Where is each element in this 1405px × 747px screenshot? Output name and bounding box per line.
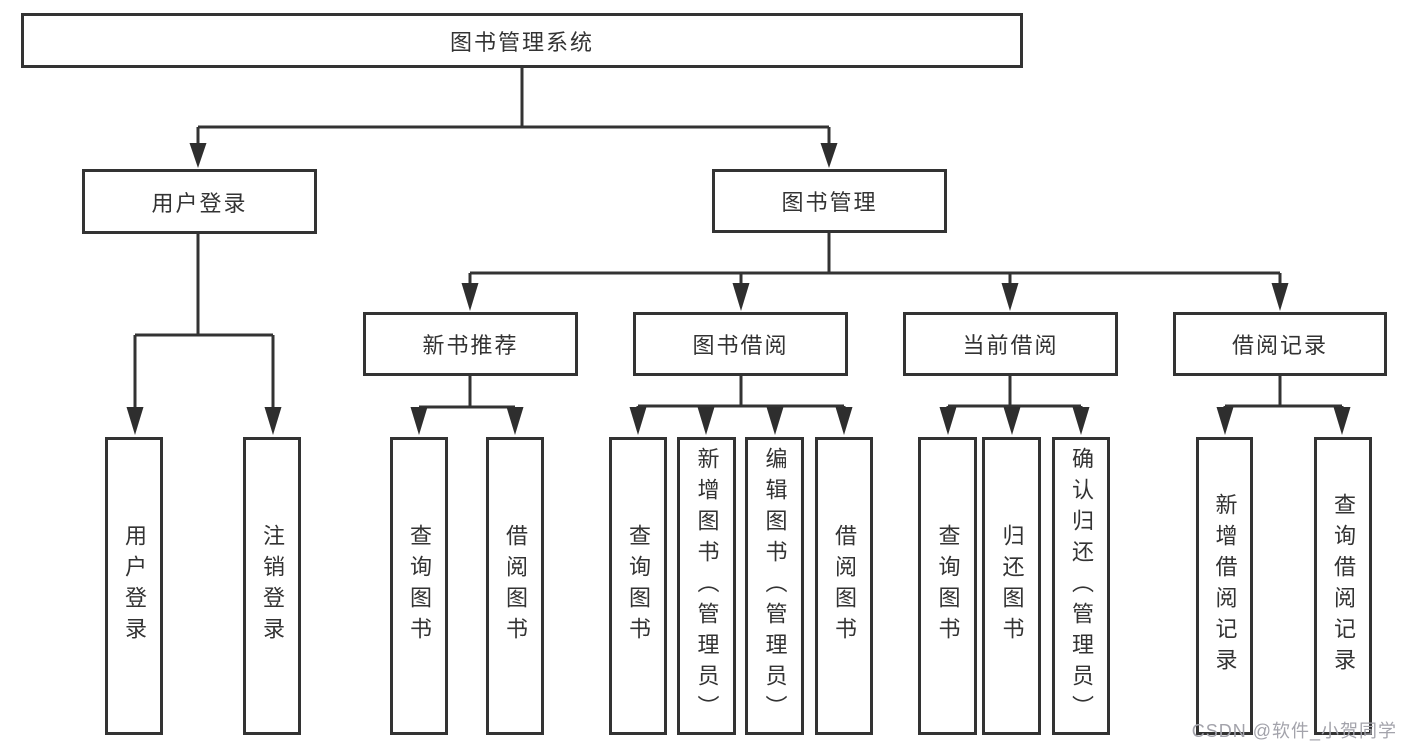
connector-book-borrow-fan xyxy=(636,376,846,412)
node-book-management: 图书管理 xyxy=(712,169,947,233)
arrowhead xyxy=(835,407,853,435)
connector-new-book-fan xyxy=(417,376,517,412)
node-borrow-record: 借阅记录 xyxy=(1173,312,1387,376)
node-label: 编辑图书（管理员） xyxy=(762,446,788,726)
node-label: 查询图书 xyxy=(935,524,961,648)
node-label: 用户登录 xyxy=(122,524,147,648)
arrowhead xyxy=(1003,407,1021,435)
node-label: 图书借阅 xyxy=(692,333,789,358)
arrowhead xyxy=(1072,407,1090,435)
node-new-book-recommend: 新书推荐 xyxy=(363,312,578,376)
leaf-add-book-admin: 新增图书（管理员） xyxy=(677,437,736,735)
node-user-login: 用户登录 xyxy=(82,169,317,234)
arrowhead xyxy=(1001,283,1019,311)
node-label: 新增图书（管理员） xyxy=(694,446,720,726)
arrowhead xyxy=(939,407,957,435)
node-label: 查询图书 xyxy=(407,524,432,648)
leaf-query-book-borrow: 查询图书 xyxy=(609,437,667,735)
csdn-watermark: CSDN @软件_小贺同学 xyxy=(1191,721,1397,741)
arrowhead xyxy=(264,407,282,435)
leaf-query-book-recommend: 查询图书 xyxy=(390,437,448,735)
node-label: 借阅图书 xyxy=(832,524,857,648)
node-label: 借阅图书 xyxy=(503,524,528,648)
node-label: 查询借阅记录 xyxy=(1331,493,1356,679)
node-label: 确认归还（管理员） xyxy=(1069,446,1094,726)
leaf-user-login: 用户登录 xyxy=(105,437,163,735)
node-label: 图书管理系统 xyxy=(449,29,594,55)
arrowhead xyxy=(189,143,207,168)
arrowheads xyxy=(126,143,1351,435)
arrowhead xyxy=(126,407,144,435)
arrowhead xyxy=(820,143,838,168)
arrowhead xyxy=(697,407,715,435)
node-label: 归还图书 xyxy=(999,524,1025,648)
leaf-edit-book-admin: 编辑图书（管理员） xyxy=(745,437,804,735)
arrowhead xyxy=(1271,283,1289,311)
leaf-logout-login: 注销登录 xyxy=(243,437,301,735)
arrowhead xyxy=(410,407,428,435)
arrowhead xyxy=(1216,407,1234,435)
node-label: 新增借阅记录 xyxy=(1212,493,1238,679)
connector-root-drop xyxy=(196,68,831,148)
connector-borrow-record-fan xyxy=(1223,376,1344,412)
node-book-borrow: 图书借阅 xyxy=(633,312,848,376)
node-label: 注销登录 xyxy=(260,524,285,648)
node-label: 图书管理 xyxy=(781,190,878,215)
arrowhead xyxy=(629,407,647,435)
arrowhead xyxy=(461,283,479,311)
leaf-confirm-return-admin: 确认归还（管理员） xyxy=(1052,437,1110,735)
arrowhead xyxy=(732,283,750,311)
leaf-query-book-current: 查询图书 xyxy=(918,437,977,735)
leaf-query-borrow-record: 查询借阅记录 xyxy=(1314,437,1372,735)
node-label: 借阅记录 xyxy=(1231,333,1328,358)
leaf-add-borrow-record: 新增借阅记录 xyxy=(1196,437,1253,735)
leaf-return-book: 归还图书 xyxy=(982,437,1041,735)
node-current-borrow: 当前借阅 xyxy=(903,312,1118,376)
connector-book-mgmt-fan xyxy=(468,233,1282,288)
connector-current-borrow-fan xyxy=(946,376,1083,412)
connector-user-login-fan xyxy=(133,234,275,410)
arrowhead xyxy=(506,407,524,435)
arrowhead xyxy=(1333,407,1351,435)
leaf-borrow-book-recommend: 借阅图书 xyxy=(486,437,544,735)
leaf-borrow-book: 借阅图书 xyxy=(815,437,873,735)
node-label: 用户登录 xyxy=(151,190,248,216)
node-library-management-system: 图书管理系统 xyxy=(21,13,1023,68)
arrowhead xyxy=(766,407,784,435)
node-label: 新书推荐 xyxy=(422,333,519,358)
node-label: 查询图书 xyxy=(626,524,651,648)
node-label: 当前借阅 xyxy=(962,333,1059,358)
